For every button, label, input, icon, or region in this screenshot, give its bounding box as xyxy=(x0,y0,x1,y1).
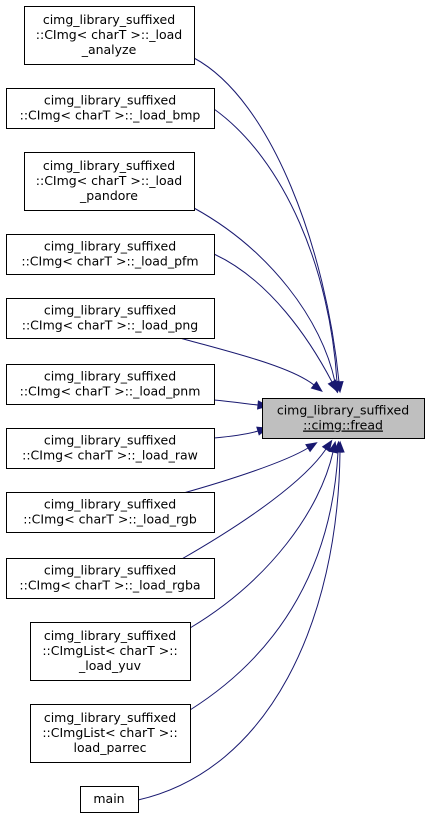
caller-node-9-box xyxy=(6,558,215,599)
caller-node-12-label-line-1: main xyxy=(93,791,124,806)
caller-node-7-label-line-1: cimg_library_suffixed xyxy=(44,433,176,448)
arrowhead-8 xyxy=(305,442,318,453)
caller-node-6-box xyxy=(6,364,215,405)
edge-9 xyxy=(179,448,327,561)
caller-node-7[interactable]: cimg_library_suffixed::CImg< charT >::_l… xyxy=(6,428,215,469)
caller-node-6[interactable]: cimg_library_suffixed::CImg< charT >::_l… xyxy=(6,364,215,405)
caller-node-10-label-line-1: cimg_library_suffixed xyxy=(44,628,176,643)
caller-node-3-label-line-1: cimg_library_suffixed xyxy=(43,158,175,173)
edges-layer xyxy=(137,57,345,801)
caller-node-4[interactable]: cimg_library_suffixed::CImg< charT >::_l… xyxy=(6,234,215,275)
caller-node-8-box xyxy=(6,492,215,533)
edge-3 xyxy=(193,207,336,383)
caller-node-4-box xyxy=(6,234,215,275)
target-node-fread-label-line-1: cimg_library_suffixed xyxy=(277,403,409,418)
caller-node-1[interactable]: cimg_library_suffixed::CImg< charT >::_l… xyxy=(24,6,195,65)
target-node-fread-box xyxy=(262,398,425,439)
arrowhead-5 xyxy=(310,380,323,393)
arrowhead-12 xyxy=(335,440,345,453)
caller-node-11-label-line-3: load_parrec xyxy=(74,740,147,755)
caller-node-1-label-line-1: cimg_library_suffixed xyxy=(43,12,175,27)
edge-2 xyxy=(213,108,338,383)
caller-node-3-label-line-2: ::CImg< charT >::_load xyxy=(36,173,182,188)
caller-node-11-label-line-2: ::CImgList< charT >:: xyxy=(42,725,177,740)
caller-node-8-label-line-2: ::CImg< charT >::_load_rgb xyxy=(23,512,197,527)
edge-1 xyxy=(193,57,340,383)
target-node-fread[interactable]: cimg_library_suffixed::cimg::fread xyxy=(262,398,425,439)
caller-node-11-box xyxy=(30,704,191,763)
caller-node-5-box xyxy=(6,298,215,339)
caller-node-8[interactable]: cimg_library_suffixed::CImg< charT >::_l… xyxy=(6,492,215,533)
edge-6 xyxy=(213,399,259,406)
caller-node-8-label-line-1: cimg_library_suffixed xyxy=(44,497,176,512)
caller-node-6-label-line-1: cimg_library_suffixed xyxy=(44,369,176,384)
caller-node-1-box xyxy=(24,6,195,65)
caller-node-5[interactable]: cimg_library_suffixed::CImg< charT >::_l… xyxy=(6,298,215,339)
arrowhead-9 xyxy=(321,439,333,453)
caller-node-3-label-line-3: _pandore xyxy=(79,188,138,203)
edge-10 xyxy=(189,451,334,629)
arrowhead-4 xyxy=(327,379,338,393)
caller-node-10[interactable]: cimg_library_suffixed::CImgList< charT >… xyxy=(30,622,191,681)
caller-node-11[interactable]: cimg_library_suffixed::CImgList< charT >… xyxy=(30,704,191,763)
caller-node-6-label-line-2: ::CImg< charT >::_load_pnm xyxy=(20,384,201,399)
caller-node-2[interactable]: cimg_library_suffixed::CImg< charT >::_l… xyxy=(6,88,215,129)
caller-node-9-label-line-2: ::CImg< charT >::_load_rgba xyxy=(19,578,200,593)
target-node-fread-label-line-2: ::cimg::fread xyxy=(303,418,383,433)
caller-node-1-label-line-3: _analyze xyxy=(81,42,137,57)
caller-node-4-label-line-1: cimg_library_suffixed xyxy=(44,239,176,254)
caller-node-3-box xyxy=(24,152,195,211)
caller-node-10-box xyxy=(30,622,191,681)
caller-node-9[interactable]: cimg_library_suffixed::CImg< charT >::_l… xyxy=(6,558,215,599)
caller-node-2-label-line-2: ::CImg< charT >::_load_bmp xyxy=(20,108,201,123)
edge-7 xyxy=(213,430,259,439)
edge-11 xyxy=(189,451,339,711)
edge-8 xyxy=(179,447,309,495)
caller-node-5-label-line-1: cimg_library_suffixed xyxy=(44,303,176,318)
caller-node-12-box xyxy=(80,786,139,813)
caller-node-2-box xyxy=(6,88,215,129)
edge-4 xyxy=(213,253,333,383)
caller-node-1-label-line-2: ::CImg< charT >::_load xyxy=(36,27,182,42)
caller-node-12[interactable]: main xyxy=(80,786,139,813)
caller-node-4-label-line-2: ::CImg< charT >::_load_pfm xyxy=(21,254,198,269)
edge-5 xyxy=(179,337,315,386)
caller-node-10-label-line-2: ::CImgList< charT >:: xyxy=(42,643,177,658)
nodes-layer: cimg_library_suffixed::CImg< charT >::_l… xyxy=(6,6,425,813)
caller-node-9-label-line-1: cimg_library_suffixed xyxy=(44,563,176,578)
edge-12 xyxy=(137,451,341,801)
caller-node-3[interactable]: cimg_library_suffixed::CImg< charT >::_l… xyxy=(24,152,195,211)
caller-node-10-label-line-3: _load_yuv xyxy=(78,658,142,673)
caller-node-5-label-line-2: ::CImg< charT >::_load_png xyxy=(22,318,199,333)
caller-node-7-box xyxy=(6,428,215,469)
caller-node-2-label-line-1: cimg_library_suffixed xyxy=(44,93,176,108)
caller-node-7-label-line-2: ::CImg< charT >::_load_raw xyxy=(22,448,198,463)
caller-node-11-label-line-1: cimg_library_suffixed xyxy=(44,710,176,725)
